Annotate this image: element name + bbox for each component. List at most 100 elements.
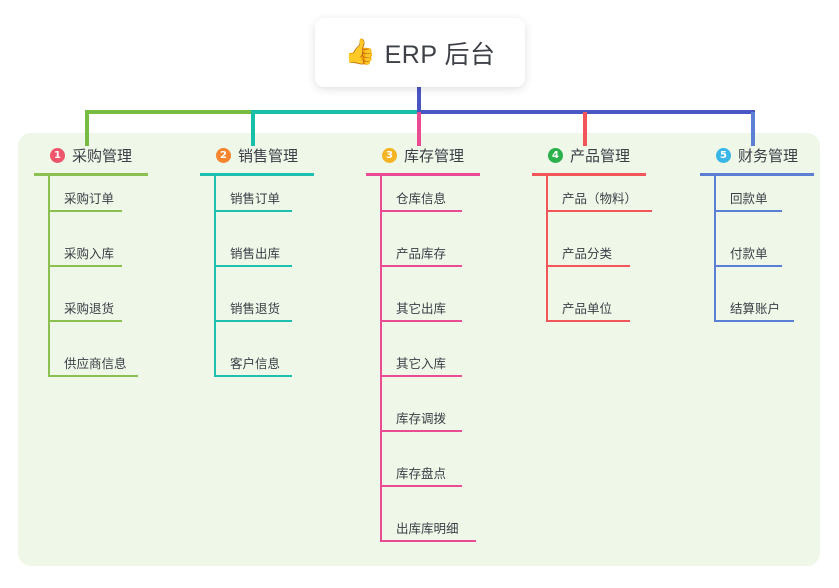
leaf-item-rule	[48, 375, 138, 377]
leaf-item-rule	[380, 485, 462, 487]
branch-column-sales: 2 销售管理销售订单销售出库销售退货客户信息	[200, 144, 314, 396]
leaf-item-label: 供应商信息	[64, 357, 127, 371]
leaf-item-rule	[214, 320, 292, 322]
leaf-item-rule	[214, 265, 292, 267]
connector-drop-finance	[751, 112, 755, 146]
leaf-item-label: 客户信息	[230, 357, 281, 371]
branch-title: 采购管理	[72, 147, 133, 165]
leaf-item[interactable]: 库存盘点	[366, 451, 480, 506]
branch-header-rule	[366, 173, 480, 176]
leaf-item-label: 其它入库	[396, 357, 447, 371]
leaf-item-rule	[48, 265, 122, 267]
leaf-item[interactable]: 采购订单	[34, 176, 148, 231]
leaf-item[interactable]: 销售出库	[200, 231, 314, 286]
branch-title: 产品管理	[570, 147, 631, 165]
leaf-item-rule	[714, 210, 782, 212]
branch-number-badge: 3	[382, 147, 397, 163]
leaf-item[interactable]: 其它出库	[366, 286, 480, 341]
branch-header-purchase[interactable]: 1 采购管理	[34, 144, 148, 166]
leaf-item-rule	[48, 210, 122, 212]
leaf-item-label: 库存调拨	[396, 412, 447, 426]
leaf-item[interactable]: 采购入库	[34, 231, 148, 286]
leaf-item[interactable]: 结算账户	[700, 286, 814, 341]
leaf-item[interactable]: 回款单	[700, 176, 814, 231]
branch-header-inventory[interactable]: 3 库存管理	[366, 144, 480, 166]
branch-number-badge: 1	[50, 147, 65, 163]
leaf-item-rule	[546, 210, 652, 212]
leaf-item[interactable]: 采购退货	[34, 286, 148, 341]
leaf-item-label: 销售订单	[230, 192, 281, 206]
branch-items-purchase: 采购订单采购入库采购退货供应商信息	[34, 176, 148, 396]
connector-drop-inventory	[417, 112, 421, 146]
branch-spine	[214, 176, 216, 377]
connector-green-bar	[85, 110, 255, 114]
leaf-item-label: 采购订单	[64, 192, 115, 206]
leaf-item-label: 产品（物料）	[562, 192, 638, 206]
branch-title: 销售管理	[238, 147, 299, 165]
root-stem-connector	[417, 82, 421, 112]
leaf-item[interactable]: 产品库存	[366, 231, 480, 286]
leaf-item-label: 销售出库	[230, 247, 281, 261]
branch-items-sales: 销售订单销售出库销售退货客户信息	[200, 176, 314, 396]
branch-number-badge: 5	[716, 147, 731, 163]
leaf-item-rule	[380, 430, 462, 432]
leaf-item[interactable]: 仓库信息	[366, 176, 480, 231]
leaf-item[interactable]: 付款单	[700, 231, 814, 286]
leaf-item[interactable]: 销售退货	[200, 286, 314, 341]
leaf-item-label: 产品单位	[562, 302, 613, 316]
branch-title: 库存管理	[404, 147, 465, 165]
connector-teal-bar	[251, 110, 421, 114]
leaf-item-label: 回款单	[730, 192, 768, 206]
leaf-item-rule	[714, 265, 782, 267]
branch-spine	[546, 176, 548, 322]
leaf-item-label: 付款单	[730, 247, 768, 261]
branch-header-rule	[700, 173, 814, 176]
branch-spine	[380, 176, 382, 542]
leaf-item-rule	[380, 375, 462, 377]
leaf-item[interactable]: 库存调拨	[366, 396, 480, 451]
leaf-item[interactable]: 客户信息	[200, 341, 314, 396]
leaf-item-rule	[714, 320, 794, 322]
leaf-item[interactable]: 产品分类	[532, 231, 646, 286]
leaf-item-label: 其它出库	[396, 302, 447, 316]
leaf-item-label: 库存盘点	[396, 467, 447, 481]
leaf-item-rule	[380, 540, 476, 542]
leaf-item-label: 销售退货	[230, 302, 281, 316]
leaf-item-rule	[380, 320, 462, 322]
leaf-item-label: 采购退货	[64, 302, 115, 316]
branch-number-badge: 2	[216, 147, 231, 163]
connector-drop-purchase	[85, 112, 89, 146]
branch-items-finance: 回款单付款单结算账户	[700, 176, 814, 341]
leaf-item-rule	[380, 265, 462, 267]
branch-header-sales[interactable]: 2 销售管理	[200, 144, 314, 166]
branch-items-product: 产品（物料） 产品分类产品单位	[532, 176, 652, 341]
leaf-item-rule	[214, 375, 292, 377]
connector-drop-product	[583, 112, 587, 146]
branch-header-rule	[200, 173, 314, 176]
branch-column-finance: 5 财务管理回款单付款单结算账户	[700, 144, 814, 341]
connector-drop-sales	[251, 112, 255, 146]
branch-header-finance[interactable]: 5 财务管理	[700, 144, 814, 166]
root-node[interactable]: 👍 ERP 后台	[315, 18, 525, 87]
branch-spine	[714, 176, 716, 322]
leaf-item-label: 产品库存	[396, 247, 447, 261]
leaf-item[interactable]: 产品（物料）	[532, 176, 652, 231]
leaf-item-rule	[214, 210, 292, 212]
leaf-item-rule	[546, 320, 630, 322]
leaf-item[interactable]: 出库库明细	[366, 506, 480, 561]
leaf-item-label: 结算账户	[730, 302, 781, 316]
root-node-title: ERP 后台	[384, 40, 496, 69]
thumbs-up-icon: 👍	[344, 38, 376, 66]
leaf-item[interactable]: 产品单位	[532, 286, 646, 341]
leaf-item-rule	[546, 265, 630, 267]
branch-spine	[48, 176, 50, 377]
leaf-item[interactable]: 销售订单	[200, 176, 314, 231]
branch-title: 财务管理	[738, 147, 799, 165]
branch-column-purchase: 1 采购管理采购订单采购入库采购退货供应商信息	[34, 144, 148, 396]
leaf-item[interactable]: 其它入库	[366, 341, 480, 396]
leaf-item-rule	[380, 210, 462, 212]
leaf-item[interactable]: 供应商信息	[34, 341, 148, 396]
